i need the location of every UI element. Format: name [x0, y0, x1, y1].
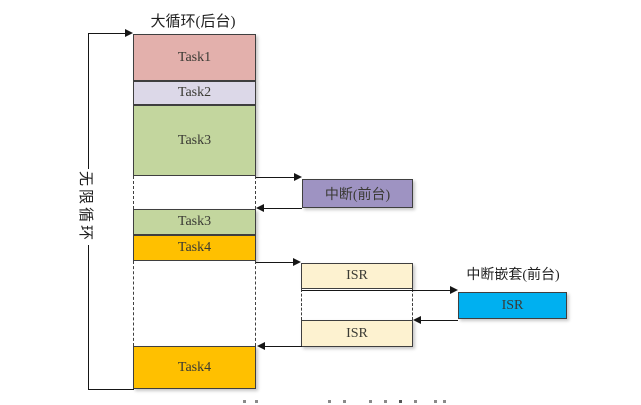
arrow-from-nested-isr-line [421, 320, 458, 321]
arrow-from-isr2-head-icon [257, 342, 265, 350]
task2-box: Task2 [133, 81, 256, 105]
task4-box: Task4 [133, 235, 256, 261]
interrupt-suspension-gap-2 [133, 261, 256, 346]
interrupt-suspension-gap-1 [133, 176, 256, 209]
arrow-to-isr1-line [256, 262, 293, 263]
task4-resume-box: Task4 [133, 346, 256, 389]
arrow-from-interrupt-line [264, 208, 302, 209]
background-loop-title: 大循环(后台) [150, 14, 236, 30]
arrow-from-nested-isr-head-icon [413, 316, 421, 324]
arrow-from-interrupt-head-icon [256, 204, 264, 212]
arrow-to-interrupt-line [256, 177, 294, 178]
nested-interrupt-title: 中断嵌套(前台) [466, 268, 560, 283]
loop-arrowhead-icon [125, 29, 133, 37]
infinite-loop-label: 无限循环 [76, 169, 97, 246]
loop-bracket-top-line [88, 33, 125, 34]
loop-bracket-bottom-line [88, 389, 134, 390]
arrow-to-nested-isr-line [302, 290, 450, 291]
arrow-to-isr1-head-icon [293, 258, 301, 266]
isr-box-1: ISR [301, 263, 413, 289]
arrow-to-nested-isr-head-icon [450, 286, 458, 294]
task3-resume-box: Task3 [133, 209, 256, 235]
arrow-to-interrupt-head-icon [294, 173, 302, 181]
task3-box: Task3 [133, 105, 256, 176]
task1-box: Task1 [133, 34, 256, 81]
isr-suspension-gap [301, 289, 413, 320]
interrupt-foreground-box: 中断(前台) [302, 179, 413, 208]
nested-isr-box: ISR [458, 292, 567, 319]
arrow-from-isr2-line [265, 346, 302, 347]
isr-box-2: ISR [301, 320, 413, 347]
